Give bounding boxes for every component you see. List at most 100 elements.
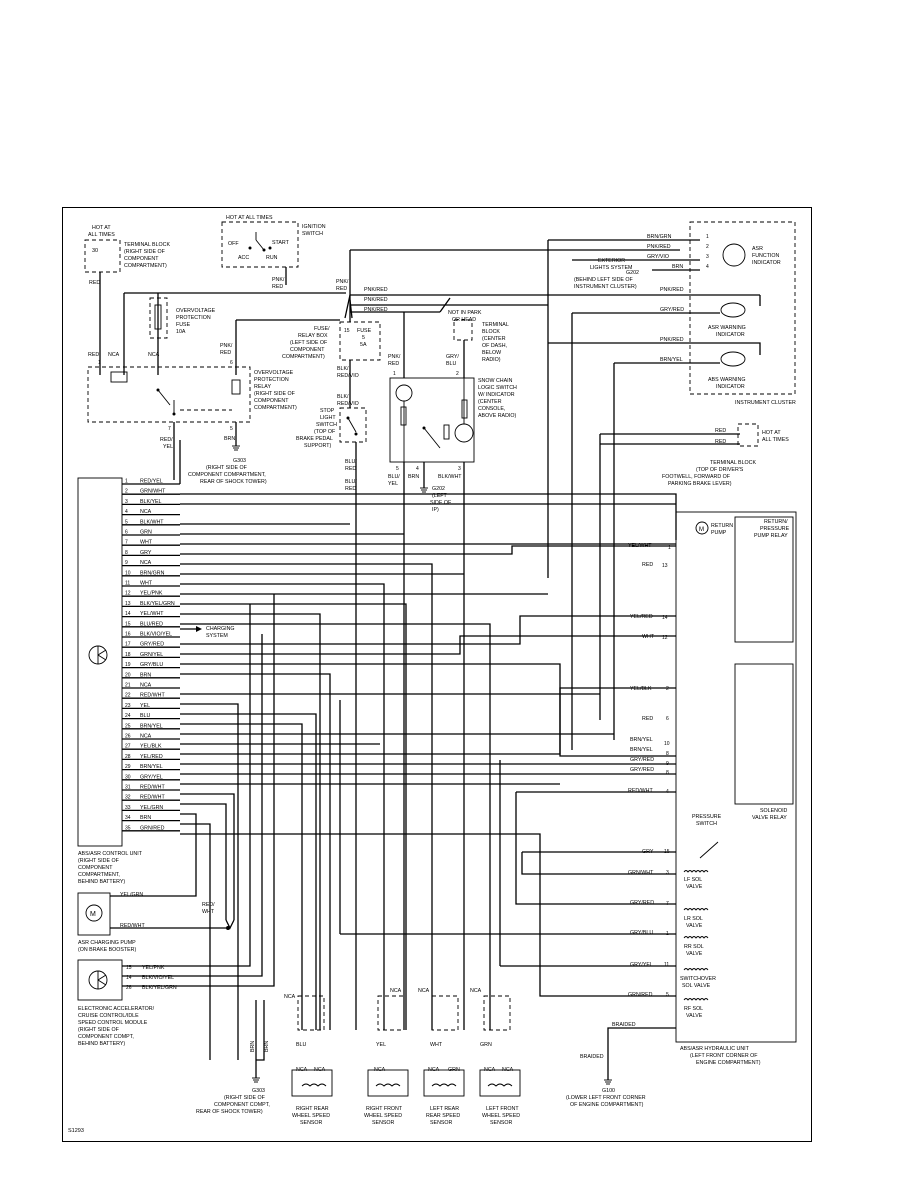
wire-yel-red-14: YEL/RED	[630, 614, 653, 620]
cu-pin-number-35: 35	[125, 825, 131, 831]
wire-red-6: RED	[642, 716, 653, 722]
wire-red-nca-left: RED	[88, 352, 99, 358]
cu-pin-number-13: 13	[125, 601, 131, 607]
wire-nca-b: NCA	[148, 352, 160, 358]
cu-pin-number-28: 28	[125, 754, 131, 760]
hu-pin-5: 5	[666, 992, 669, 998]
cu-pin-wire-label-33: YEL/GRN	[140, 805, 163, 811]
wire-red-13: RED	[642, 562, 653, 568]
relay-pin-1: 1	[98, 360, 101, 366]
wire-gry-vio: GRY/VIO	[647, 254, 669, 260]
diagram-id: S1293	[68, 1128, 84, 1134]
cu-pin-number-6: 6	[125, 530, 128, 536]
cu-pin-number-33: 33	[125, 805, 131, 811]
wire-yel-blk-2: YEL/BLK	[630, 686, 652, 692]
cu-pin-wire-label-24: BLU	[140, 713, 150, 719]
ground-g303-bottom	[252, 1077, 260, 1083]
cu-pin-number-9: 9	[125, 560, 128, 566]
cu-pin-wire-label-12: YEL/PNK	[140, 591, 163, 597]
wire-gry-red-8: GRY/RED	[630, 767, 654, 773]
sc-pin-3: 3	[458, 466, 461, 472]
wire-pnk-red-bus-3: PNK/RED	[364, 307, 388, 313]
cu-pin-wire-label-7: WHT	[140, 540, 153, 546]
cu-pin-wire-label-14: YEL/WHT	[140, 611, 164, 617]
cu-pin-wire-label-4: NCA	[140, 509, 152, 515]
wire-red-1: RED	[89, 280, 100, 286]
wire-yel-s: YEL	[376, 1042, 386, 1048]
cu-pin-wire-label-22: RED/WHT	[140, 693, 165, 699]
wire-pnk-red-bus-2: PNK/RED	[364, 297, 388, 303]
cu-pin-wire-label-16: BLK/VIO/YEL	[140, 632, 172, 638]
cu-pin-number-20: 20	[125, 672, 131, 678]
cu-pin-number-10: 10	[125, 570, 131, 576]
wire-red-wht-4: RED/WHT	[628, 788, 653, 794]
cu-pin-wire-label-5: BLK/WHT	[140, 519, 164, 525]
cu-pin-number-26: 26	[125, 734, 131, 740]
hu-pin-1: 1	[668, 545, 671, 551]
wire-wht-s: WHT	[430, 1042, 443, 1048]
cu-pin-wire-label-17: GRY/RED	[140, 642, 164, 648]
wire-red-wht-node: RED/WHT	[202, 902, 215, 915]
braided-2: BRAIDED	[580, 1054, 604, 1060]
hu-pin-13: 13	[662, 563, 668, 569]
cu-pin-number-25: 25	[125, 723, 131, 729]
hu-pin-8b: 8	[666, 770, 669, 776]
wire-brn-yel-8: BRN/YEL	[630, 747, 653, 753]
ic-pin-1: 1	[706, 234, 709, 240]
wire-gry-blu-1: GRY/BLU	[630, 930, 653, 936]
cu-pin-wire-label-20: BRN	[140, 672, 151, 678]
fuse-30-label: 30	[92, 248, 98, 254]
ign-acc: ACC	[238, 255, 249, 261]
wire-yel-grn-pump: YEL/GRN	[120, 892, 143, 898]
wire-red-wht-pump: RED/WHT	[120, 923, 145, 929]
ground-g202	[420, 487, 428, 493]
splice-node	[226, 926, 230, 930]
cu-pin-wire-label-28: YEL/RED	[140, 754, 163, 760]
wire-nca-a: NCA	[108, 352, 120, 358]
wire-red-yel: RED/YEL	[160, 437, 173, 450]
ground-g303-top	[232, 445, 240, 451]
charging-pump-motor-glyph: M	[90, 911, 96, 918]
hu-pin-10: 10	[664, 741, 670, 747]
am-pin-26: 26	[126, 985, 132, 991]
cu-pin-wire-label-1: RED/YEL	[140, 479, 163, 485]
relay-pin-5: 5	[230, 426, 233, 432]
wire-red-tb-2: RED	[715, 439, 726, 445]
cu-pin-number-32: 32	[125, 795, 131, 801]
cu-pin-number-15: 15	[125, 621, 131, 627]
charging-arrow-icon	[196, 626, 202, 632]
wire-brn-top: BRN	[672, 264, 683, 270]
cu-pin-wire-label-25: BRN/YEL	[140, 723, 163, 729]
wire-blk-vio-yel-14: BLK/VIO/YEL	[142, 975, 174, 981]
wire-blk-red-vio-1: BLK/RED/VIO	[337, 366, 359, 379]
wire-pnk-red-r2: PNK/RED	[660, 287, 684, 293]
cu-pin-wire-label-35: GRN/RED	[140, 825, 165, 831]
